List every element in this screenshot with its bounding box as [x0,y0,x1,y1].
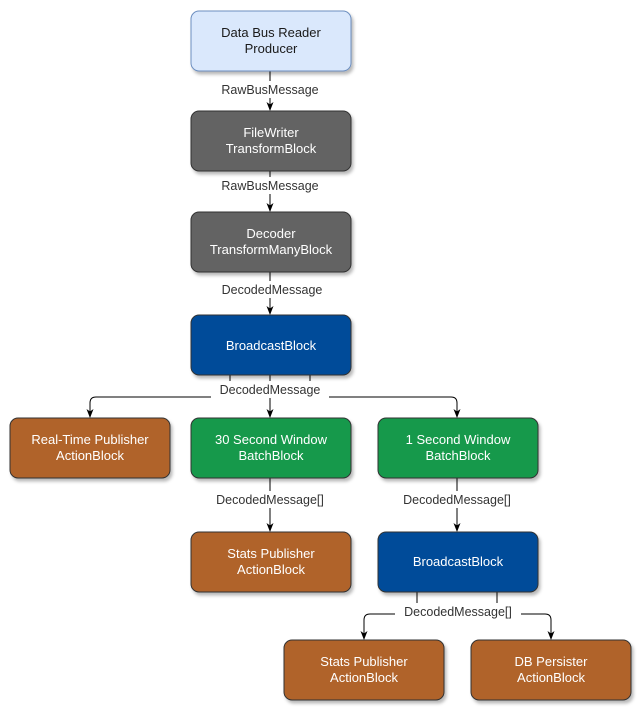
node-label-line2: ActionBlock [330,670,398,685]
node-db-persister-actionblock[interactable]: DB Persister ActionBlock [470,639,632,701]
edge-broadcast-to-realtime-publisher [86,375,231,418]
edge-label-decoded-message-1: DecodedMessage [222,283,323,297]
node-data-bus-reader-producer[interactable]: Data Bus Reader Producer [190,10,352,72]
node-label-line1: BroadcastBlock [413,554,504,569]
node-label-line1: DB Persister [515,654,589,669]
edge-broadcast1-to-stats-publisher [360,591,418,640]
node-label-line1: Real-Time Publisher [31,432,149,447]
edge-label-raw-bus-message-2: RawBusMessage [221,179,318,193]
node-label-line2: ActionBlock [517,670,585,685]
edge-label-bg [211,381,329,398]
node-label-line2: BatchBlock [238,448,304,463]
node-label-line1: BroadcastBlock [226,338,317,353]
edge-label-bg [395,603,521,620]
node-label-line1: Decoder [246,226,296,241]
node-label-line1: Stats Publisher [227,546,315,561]
node-label-line2: ActionBlock [237,562,305,577]
edge-label-bg [212,281,330,298]
edge-broadcast1-to-db-persister [496,591,555,640]
node-label-line1: 1 Second Window [406,432,511,447]
edge-label-bg [207,491,333,508]
edge-label-raw-bus-message-1: RawBusMessage [221,83,318,97]
node-1-second-window-batchblock[interactable]: 1 Second Window BatchBlock [377,417,539,479]
edge-label-bg [394,491,520,508]
node-label-line2: ActionBlock [56,448,124,463]
node-label-line1: FileWriter [243,125,299,140]
node-label-line1: Stats Publisher [320,654,408,669]
edge-label-decoded-message-array-2: DecodedMessage[] [403,493,511,507]
node-broadcastblock-1s[interactable]: BroadcastBlock [377,531,539,593]
edge-labels: RawBusMessage RawBusMessage DecodedMessa… [207,81,521,620]
edge-broadcast-to-batch1 [309,375,461,418]
node-broadcastblock-main[interactable]: BroadcastBlock [190,314,352,376]
node-30-second-window-batchblock[interactable]: 30 Second Window BatchBlock [190,417,352,479]
node-filewriter-transformblock[interactable]: FileWriter TransformBlock [190,110,352,172]
edge-label-decoded-message-array-3: DecodedMessage[] [404,605,512,619]
node-label-line1: Data Bus Reader [221,25,321,40]
node-label-line1: 30 Second Window [215,432,328,447]
node-label-line2: TransformManyBlock [210,242,333,257]
node-decoder-transformmanyblock[interactable]: Decoder TransformManyBlock [190,211,352,273]
edge-label-bg [214,81,328,98]
edge-label-decoded-message-2: DecodedMessage [220,383,321,397]
node-realtime-publisher-actionblock[interactable]: Real-Time Publisher ActionBlock [9,417,171,479]
edge-label-decoded-message-array-1: DecodedMessage[] [216,493,324,507]
node-stats-publisher-actionblock-1s[interactable]: Stats Publisher ActionBlock [283,639,445,701]
node-label-line2: Producer [245,41,298,56]
edge-label-bg [213,177,327,194]
node-stats-publisher-actionblock-30s[interactable]: Stats Publisher ActionBlock [190,531,352,593]
node-label-line2: BatchBlock [425,448,491,463]
node-label-line2: TransformBlock [226,141,317,156]
